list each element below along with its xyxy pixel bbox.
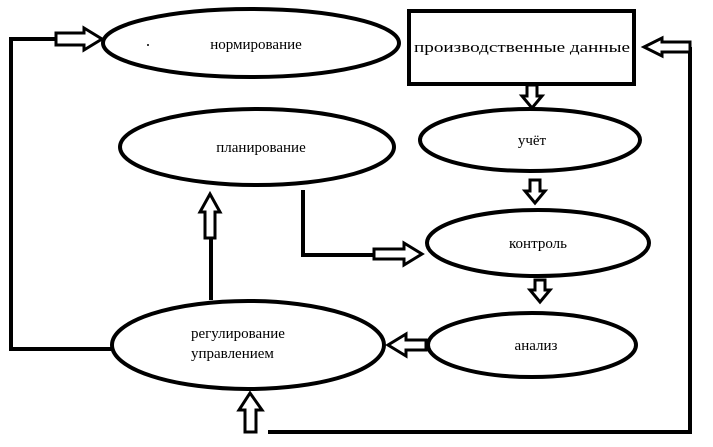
node-regulirovanie-label-line1: регулирование: [191, 326, 285, 342]
plan-to-control-line: [301, 190, 374, 257]
right-loop-line: [268, 47, 692, 434]
node-normirovanie: нормирование: [101, 7, 401, 79]
arrow-down-to-analiz: [526, 278, 554, 305]
arrow-down-to-kontrol: [521, 178, 549, 206]
arrow-left-into-regulirovanie: [385, 331, 428, 359]
arrow-right-into-kontrol: [372, 240, 425, 268]
arrows: [54, 25, 692, 434]
node-production-data-label: производственные данные: [414, 40, 630, 56]
node-normirovanie-label: нормирование: [210, 37, 302, 53]
node-planirovanie-label: планирование: [216, 140, 306, 156]
connector-lines: [9, 37, 692, 434]
node-uchet: учёт: [418, 107, 642, 173]
node-regulirovanie-label-line2: управлением: [191, 346, 274, 362]
node-analiz-label: анализ: [515, 338, 558, 354]
left-loop-line: [9, 37, 112, 351]
arrow-up-into-planirovanie: [197, 190, 223, 240]
node-analiz: анализ: [426, 311, 638, 379]
stray-dot: [147, 44, 149, 46]
node-planirovanie: планирование: [118, 107, 396, 187]
arrow-down-to-uchet: [518, 83, 546, 111]
node-kontrol-label: контроль: [509, 236, 567, 252]
arrow-up-into-regulirovanie: [236, 390, 265, 434]
arrow-left-into-production-data: [640, 35, 692, 59]
node-regulirovanie: регулирование управлением: [110, 299, 386, 391]
arrow-right-into-normirovanie: [54, 25, 105, 53]
node-uchet-label: учёт: [518, 133, 547, 149]
node-kontrol: контроль: [425, 208, 651, 278]
node-production-data: производственные данные: [407, 9, 636, 86]
